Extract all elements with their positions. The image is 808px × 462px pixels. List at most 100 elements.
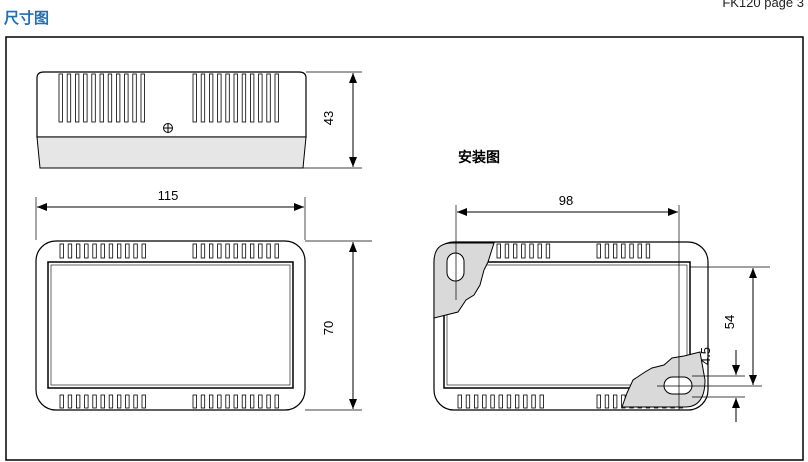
- side-view: [36, 71, 307, 169]
- vent-slit: [200, 73, 206, 123]
- vent-slit: [249, 394, 255, 409]
- vent-slit: [192, 394, 197, 409]
- vent-slit: [67, 243, 73, 259]
- vent-slit: [604, 394, 610, 409]
- mounting-hole-bottom: [663, 376, 693, 395]
- vent-slit: [217, 394, 222, 409]
- vent-slit: [75, 73, 80, 123]
- vent-slit: [504, 243, 510, 259]
- vent-slit: [473, 394, 479, 409]
- vent-slit: [274, 73, 279, 123]
- dimension-115: 115: [35, 188, 306, 240]
- vent-slit: [249, 73, 255, 123]
- vent-slit: [58, 73, 63, 123]
- vent-slit: [99, 73, 104, 123]
- vent-slit: [637, 243, 642, 259]
- vent-slit: [266, 73, 271, 123]
- vent-slit: [496, 243, 501, 259]
- vent-slit: [208, 394, 214, 409]
- dimension-70: 70: [305, 240, 372, 411]
- vent-slit: [225, 394, 230, 409]
- vent-slit: [192, 73, 197, 123]
- vent-slit: [258, 73, 263, 123]
- vent-slit: [513, 243, 518, 259]
- vent-slit: [613, 243, 618, 259]
- vent-slit: [482, 394, 487, 409]
- vent-slit: [233, 394, 238, 409]
- dimension-98: 98: [455, 193, 680, 410]
- vent-slit: [140, 73, 145, 123]
- vent-slit: [108, 394, 114, 409]
- vent-slit: [76, 243, 81, 259]
- page-heading: 尺寸图: [4, 9, 50, 27]
- vent-slit: [604, 243, 610, 259]
- dimension-label-54: 54: [722, 315, 737, 329]
- vent-slit: [133, 243, 138, 259]
- dimension-43: 43: [303, 71, 362, 169]
- vent-slit: [192, 243, 197, 259]
- dimension-label-4-5: 4.5: [698, 347, 713, 365]
- vent-slit: [465, 394, 471, 409]
- vent-slit: [531, 394, 536, 409]
- dimension-label-43: 43: [321, 111, 336, 125]
- vent-slit: [225, 243, 230, 259]
- vent-slit: [116, 73, 121, 123]
- vent-slit: [539, 394, 544, 409]
- vent-slit: [274, 243, 279, 259]
- vent-slit: [645, 243, 651, 259]
- vent-slit: [515, 394, 520, 409]
- vent-slit: [241, 73, 247, 123]
- vent-slit: [92, 243, 97, 259]
- mounting-view: [433, 241, 709, 411]
- vent-slit: [100, 394, 105, 409]
- mounting-title: 安装图: [458, 149, 500, 166]
- dimension-54: 54: [657, 266, 770, 387]
- vent-slit: [208, 73, 214, 123]
- vent-slit: [241, 394, 247, 409]
- vent-slit: [208, 243, 214, 259]
- vent-slit: [66, 73, 72, 123]
- vent-slit: [200, 243, 206, 259]
- vent-slit: [529, 243, 534, 259]
- vent-slit: [125, 243, 130, 259]
- vent-slit: [225, 73, 230, 123]
- vent-slit: [200, 394, 206, 409]
- vent-slit: [258, 243, 263, 259]
- vent-slit: [266, 394, 271, 409]
- vent-slit: [545, 243, 551, 259]
- vent-slit: [217, 243, 222, 259]
- dimension-label-98: 98: [559, 193, 573, 208]
- vent-slit: [84, 243, 89, 259]
- vent-slit: [107, 73, 113, 123]
- vent-slit: [217, 73, 222, 123]
- vent-slit: [117, 243, 122, 259]
- vent-slit: [83, 73, 88, 123]
- vent-slit: [629, 243, 634, 259]
- vent-slit: [274, 394, 279, 409]
- vent-slit: [233, 243, 238, 259]
- vent-slit: [141, 243, 146, 259]
- vent-slit: [108, 243, 114, 259]
- vent-slit: [92, 394, 97, 409]
- vent-slit: [124, 73, 129, 123]
- dimension-4-5: 4.5: [692, 347, 745, 422]
- vent-slit: [490, 394, 495, 409]
- mounting-hole-top: [446, 252, 465, 282]
- vent-slit: [266, 243, 271, 259]
- vent-slit: [596, 243, 601, 259]
- vent-slit: [506, 394, 512, 409]
- vent-slit: [523, 394, 528, 409]
- vent-slit: [498, 394, 503, 409]
- vent-slit: [117, 394, 122, 409]
- dimension-label-70: 70: [321, 321, 336, 335]
- vent-slit: [596, 394, 601, 409]
- vent-slit: [241, 243, 247, 259]
- vent-slit: [258, 394, 263, 409]
- vent-slit: [233, 73, 238, 123]
- vent-slit: [133, 394, 138, 409]
- drawing-frame: [5, 36, 804, 461]
- vent-slit: [613, 394, 618, 409]
- vent-slit: [537, 243, 542, 259]
- vent-slit: [457, 394, 462, 409]
